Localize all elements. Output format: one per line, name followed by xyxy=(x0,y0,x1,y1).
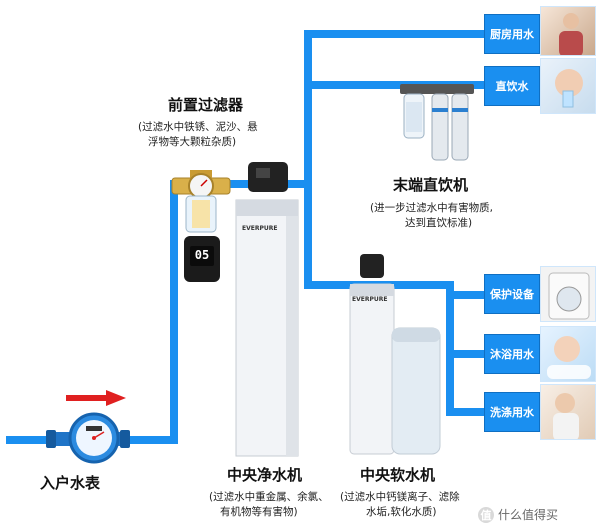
wash-photo xyxy=(540,384,596,440)
output-tag-kitchen: 厨房用水 xyxy=(484,14,540,54)
prefilter-to-purifier-pipe xyxy=(170,180,310,188)
central-softener-note-line2: 水垢,软化水质) xyxy=(366,506,437,518)
appliance-photo xyxy=(540,266,596,322)
watermark: 值 什么值得买 xyxy=(478,506,558,523)
central-softener-device-icon xyxy=(349,254,441,455)
washing-machine-icon xyxy=(548,272,590,320)
child-bath-icon xyxy=(547,336,591,379)
meter-title: 入户水表 xyxy=(40,474,101,492)
central-purifier-device-icon xyxy=(235,162,299,457)
drinking-photo xyxy=(540,58,596,114)
central-purifier-title: 中央净水机 xyxy=(227,466,303,484)
terminal-note-line2: 达到直饮标准) xyxy=(405,217,473,229)
kitchen-person-icon xyxy=(559,13,583,55)
prefilter-display-readout: 05 xyxy=(194,248,210,262)
flow-arrow-icon xyxy=(66,390,126,406)
terminal-drinking-machine-icon xyxy=(400,84,474,161)
water-meter-icon xyxy=(46,412,130,464)
central-softener-note-line1: (过滤水中钙镁离子、滤除 xyxy=(340,491,460,503)
softener-brand: EVERPURE xyxy=(352,296,388,303)
main-trunk-pipe xyxy=(304,30,312,288)
output-tag-drinking: 直饮水 xyxy=(484,66,540,106)
central-softener-title: 中央软水机 xyxy=(360,466,436,484)
prefilter-note-line1: (过滤水中铁锈、泥沙、悬 xyxy=(138,121,258,133)
central-purifier-note-line1: (过滤水中重金属、余氯、 xyxy=(209,491,329,503)
purifier-brand: EVERPURE xyxy=(242,225,278,232)
shower-pipe xyxy=(446,350,484,358)
shower-photo xyxy=(540,326,596,382)
terminal-title: 末端直饮机 xyxy=(393,176,469,194)
prefilter-device-icon xyxy=(171,170,231,282)
output-trunk-pipe xyxy=(446,281,454,416)
prefilter-note-line2: 浮物等大颗粒杂质) xyxy=(148,136,237,148)
central-purifier-note-line2: 有机物等有害物) xyxy=(220,506,298,518)
prefilter-riser-pipe xyxy=(170,180,178,444)
watermark-text: 什么值得买 xyxy=(498,508,559,522)
child-drinking-icon xyxy=(555,69,583,108)
kitchen-photo xyxy=(540,6,596,56)
kitchen-pipe xyxy=(304,30,484,38)
wash-pipe xyxy=(446,408,484,416)
terminal-note-line1: (进一步过滤水中有害物质, xyxy=(370,202,493,214)
prefilter-title: 前置过滤器 xyxy=(168,96,244,114)
woman-washing-icon xyxy=(553,393,579,439)
output-tag-protect: 保护设备 xyxy=(484,274,540,314)
output-tag-wash: 洗涤用水 xyxy=(484,392,540,432)
protect-pipe xyxy=(446,291,484,299)
drinking-pipe xyxy=(304,81,484,89)
watermark-logo-icon: 值 xyxy=(478,506,494,523)
output-tag-shower: 沐浴用水 xyxy=(484,334,540,374)
